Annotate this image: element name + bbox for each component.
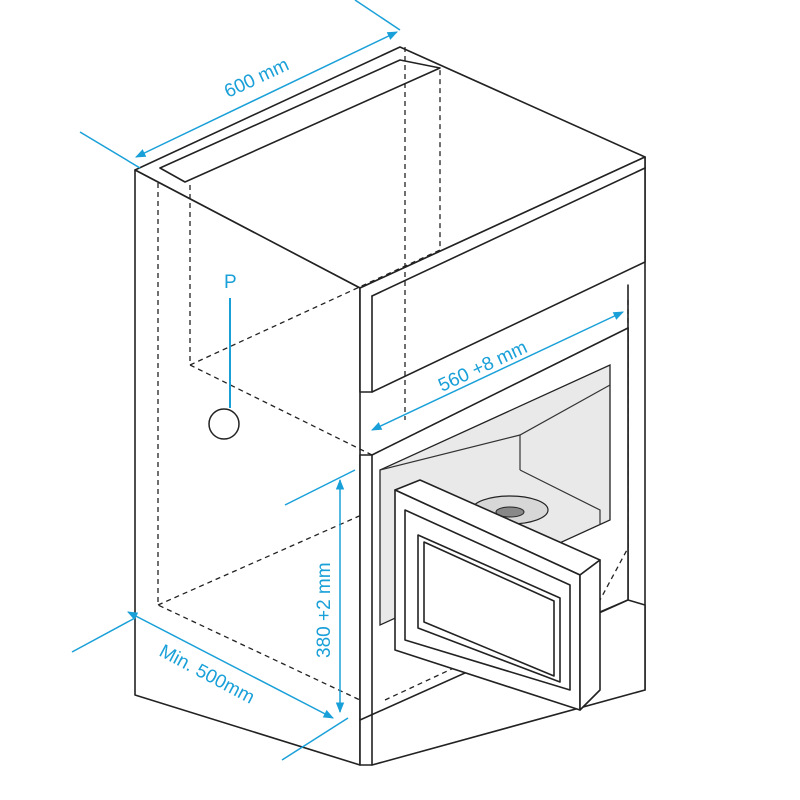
height-ext-top <box>284 469 356 506</box>
microwave-door <box>394 479 601 711</box>
socket-label: P <box>224 272 237 293</box>
width-ext-right <box>354 0 401 31</box>
door-side <box>579 559 601 711</box>
socket-circle <box>208 408 240 440</box>
width-ext-left <box>79 131 141 169</box>
door-window-inner <box>423 541 555 677</box>
door-window <box>417 534 561 683</box>
niche-height-label: 380 +2 mm <box>314 562 335 658</box>
depth-dimension-line <box>127 611 334 719</box>
width-label: 600 mm <box>221 54 292 102</box>
cavity-floor-edge <box>519 469 601 525</box>
hidden-edge-shelf <box>189 327 629 456</box>
niche-width-dimension-line <box>371 311 624 431</box>
upper-panel-top-edge <box>371 167 646 297</box>
turntable-hub <box>495 506 525 518</box>
hidden-edge-back-upper <box>189 68 441 367</box>
width-dimension-line <box>135 31 398 158</box>
depth-ext-left <box>71 617 136 653</box>
depth-ext-right <box>281 717 349 761</box>
power-socket: P <box>208 272 240 440</box>
door-frame-outer <box>404 509 571 691</box>
